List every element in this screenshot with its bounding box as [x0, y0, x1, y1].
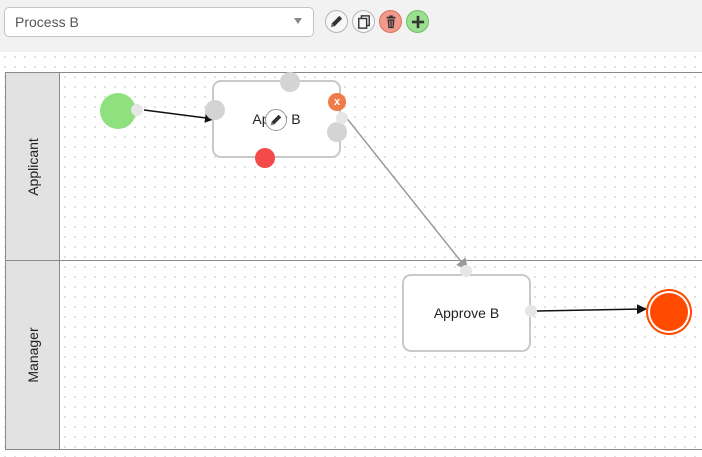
flow-start-to-apply[interactable]: [143, 109, 215, 123]
process-select-value: Process B: [15, 14, 79, 30]
task-approve-connect-top[interactable]: [460, 265, 472, 277]
task-approve-connect-right[interactable]: [525, 305, 537, 317]
delete-process-button[interactable]: [379, 10, 402, 33]
pencil-icon: [330, 15, 343, 28]
toolbar: Process B: [0, 0, 702, 52]
flow-apply-to-approve[interactable]: [344, 115, 469, 271]
close-icon: x: [333, 96, 341, 108]
copy-process-button[interactable]: [352, 10, 375, 33]
start-connect-handle[interactable]: [131, 104, 143, 116]
pool-bottom-border: [5, 449, 702, 450]
copy-icon: [357, 14, 370, 29]
task-apply-connect-right[interactable]: [327, 122, 347, 142]
lane-applicant[interactable]: Applicant: [5, 72, 60, 261]
edit-process-button[interactable]: [325, 10, 348, 33]
task-apply-delete-handle[interactable]: [255, 148, 275, 168]
plus-icon: [411, 15, 424, 28]
task-label-approve: Approve B: [433, 305, 500, 321]
task-apply-anchor[interactable]: [336, 112, 348, 124]
task-apply-remove-button[interactable]: x: [328, 93, 346, 111]
end-event[interactable]: [650, 293, 688, 331]
task-apply-connect-top[interactable]: [280, 72, 300, 92]
diagram-canvas[interactable]: Applicant Manager Apply B x: [0, 52, 702, 457]
chevron-down-icon[interactable]: [294, 18, 302, 24]
flow-approve-to-end[interactable]: [536, 304, 647, 315]
task-apply-connect-left[interactable]: [205, 100, 225, 120]
trash-icon: [386, 14, 395, 28]
sequence-flows: [143, 109, 647, 315]
process-select[interactable]: Process B: [4, 7, 314, 37]
pool-top-border: [5, 72, 702, 73]
lane-manager[interactable]: Manager: [5, 260, 60, 450]
lane-divider: [5, 260, 702, 261]
pencil-icon: [270, 114, 282, 126]
start-event[interactable]: [100, 93, 136, 129]
add-process-button[interactable]: [406, 10, 429, 33]
task-apply-edit-button[interactable]: [265, 109, 287, 131]
task-approve[interactable]: Approve B: [402, 274, 531, 352]
